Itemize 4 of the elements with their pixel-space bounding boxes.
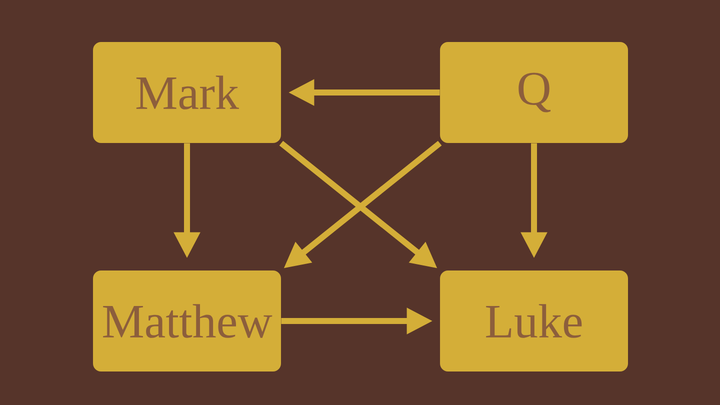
text-box: Mark [93,42,281,143]
text-box: Matthew [93,270,281,372]
text-box: Q [440,42,628,143]
text-box: Luke [440,270,628,372]
